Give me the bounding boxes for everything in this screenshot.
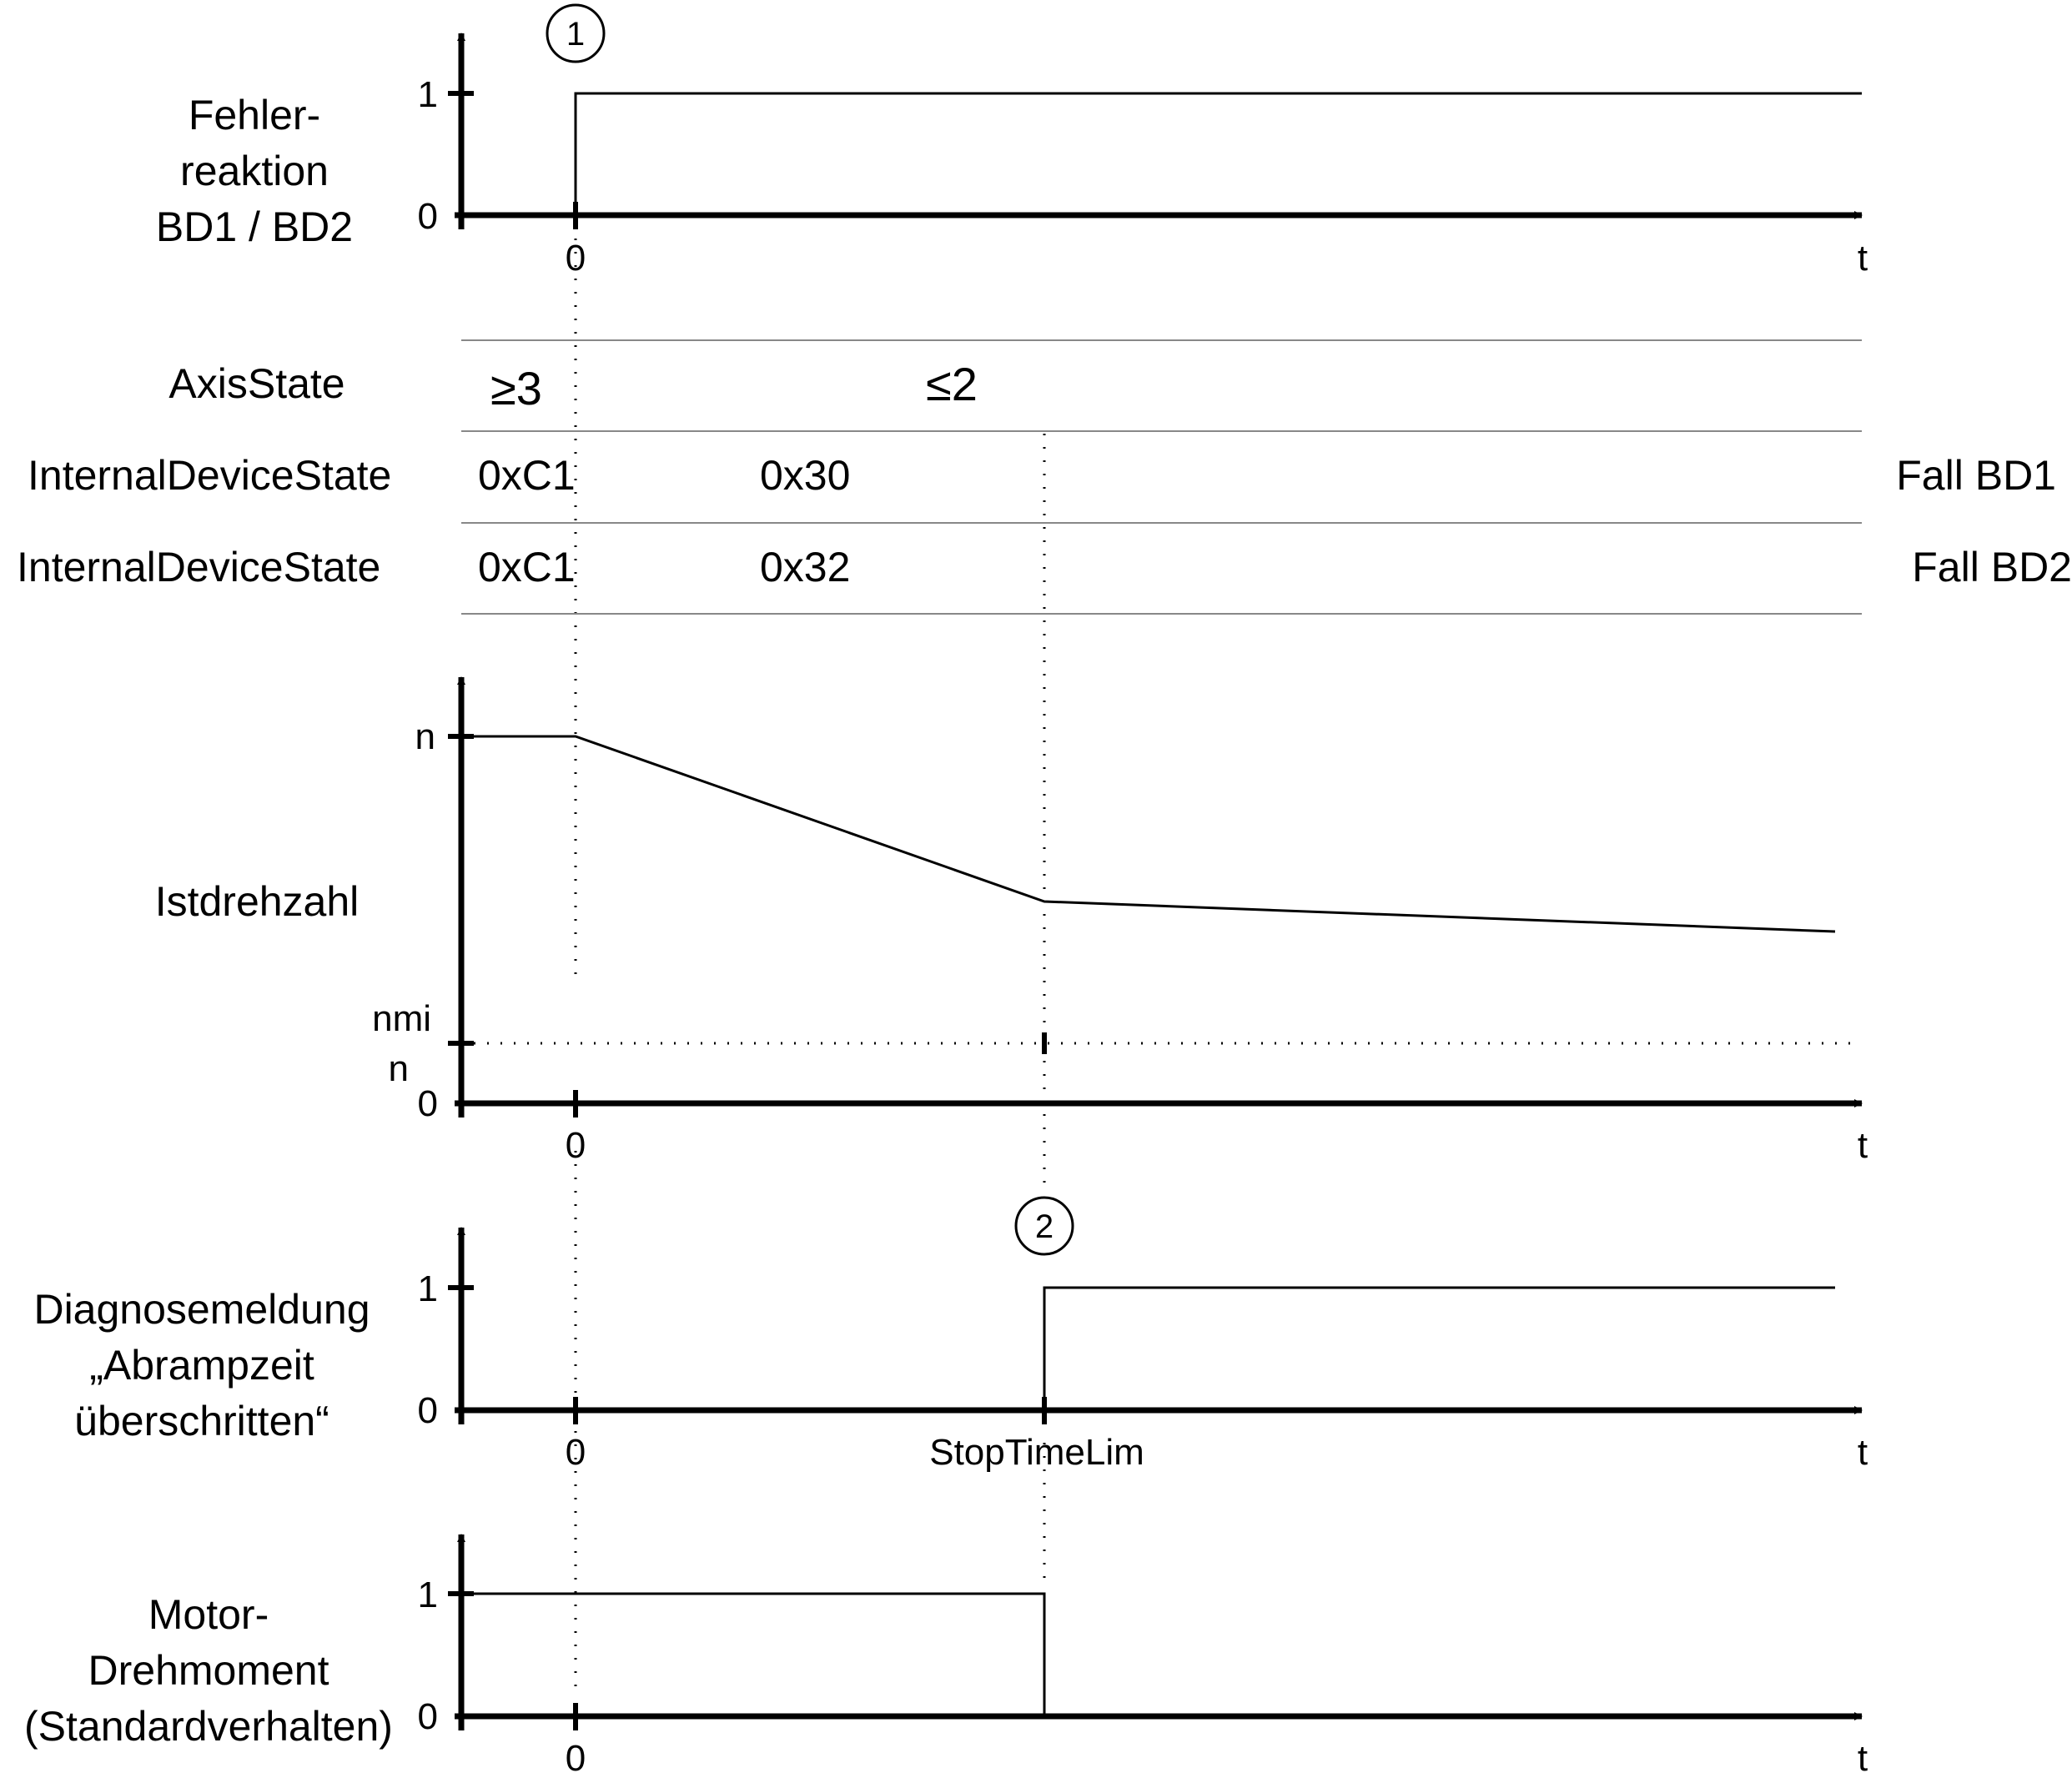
diag-label-line1: Diagnosemeldung [33,1286,370,1333]
marker-1-circle [546,3,606,63]
diag-x-zero: 0 [566,1432,586,1473]
signal-diagnosemeldung: Diagnosemeldung „Abrampzeit überschritte… [33,1196,1868,1473]
torque-label-line1: Motor- [148,1591,269,1638]
torque-label-line3: (Standardverhalten) [24,1703,393,1750]
internaldevicestate-bd2-before: 0xC1 [478,544,576,590]
marker-1-label: 1 [566,16,585,53]
signal1-y-low: 0 [418,196,438,237]
speed-x-zero: 0 [566,1125,586,1166]
axisstate-before: ≥3 [490,362,542,414]
speed-nmin-line1: nmi [372,998,431,1039]
signal1-label-line2: reaktion [180,148,329,194]
signal-motordrehmoment: Motor- Drehmoment (Standardverhalten) 1 … [24,1534,1868,1779]
signal-istdrehzahl: Istdrehzahl n nmi n 0 0 t [155,676,1868,1166]
signal1-x-axis-label: t [1858,238,1868,279]
diag-y-high: 1 [418,1268,438,1309]
speed-x-axis-label: t [1858,1125,1868,1166]
marker-2-circle [1014,1196,1074,1256]
signal1-label-line1: Fehler- [189,92,320,138]
axisstate-after: ≤2 [926,358,978,410]
speed-y-top: n [415,716,435,757]
internaldevicestate-bd1-after: 0x30 [760,452,850,499]
diag-y-low: 0 [418,1390,438,1431]
torque-x-zero: 0 [566,1738,586,1779]
torque-trace [461,1592,1046,1716]
case-bd1-label: Fall BD1 [1896,452,2056,499]
signal1-trace [574,92,1862,215]
speed-y-zero: 0 [418,1083,438,1124]
signal1-y-high: 1 [418,74,438,115]
diag-trace [1043,1286,1835,1410]
state-table: AxisState ≥3 ≤2 InternalDeviceState 0xC1… [17,339,2072,615]
speed-label: Istdrehzahl [155,878,360,925]
speed-trace [461,735,1836,933]
torque-y-high: 1 [418,1575,438,1615]
signal-fehlerreaktion: Fehler- reaktion BD1 / BD2 1 0 0 t 1 [156,3,1868,279]
case-bd2-label: Fall BD2 [1912,544,2072,590]
diag-x-stoptimelim: StopTimeLim [929,1432,1144,1473]
axisstate-label: AxisState [168,360,344,407]
internaldevicestate-bd1-before: 0xC1 [478,452,576,499]
signal1-x-zero: 0 [566,238,586,279]
signal1-label-line3: BD1 / BD2 [156,203,353,250]
diag-label-line2: „Abrampzeit [89,1342,314,1389]
diag-label-line3: überschritten“ [74,1398,329,1444]
torque-x-axis-label: t [1858,1738,1868,1779]
marker-2-label: 2 [1035,1208,1054,1245]
diag-x-axis-label: t [1858,1432,1868,1473]
internaldevicestate-bd2-after: 0x32 [760,544,850,590]
torque-label-line2: Drehmoment [88,1647,329,1694]
speed-nmin-line2: n [389,1048,409,1089]
torque-y-low: 0 [418,1696,438,1737]
internaldevicestate-bd1-label: InternalDeviceState [28,452,391,499]
internaldevicestate-bd2-label: InternalDeviceState [17,544,380,590]
